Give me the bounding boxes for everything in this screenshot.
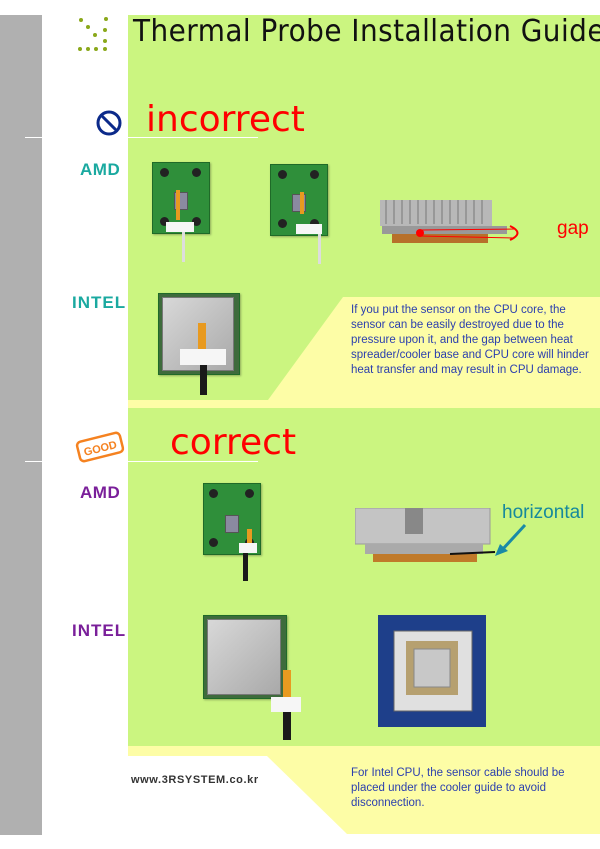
amd-cpu-photo-wrong-2 (270, 164, 328, 264)
cooler-horizontal-photo (355, 508, 496, 562)
intel-label: INTEL (72, 293, 127, 312)
dots-logo-icon (76, 15, 126, 55)
incorrect-note: If you put the sensor on the CPU core, t… (351, 304, 589, 376)
correct-note: For Intel CPU, the sensor cable should b… (351, 767, 565, 809)
heading-underline (128, 137, 258, 138)
amd-label: AMD (80, 160, 121, 179)
motherboard-socket-photo (378, 615, 486, 727)
correct-heading: correct (170, 422, 297, 463)
incorrect-heading: incorrect (146, 99, 305, 140)
gap-label: gap (557, 218, 589, 239)
bottom-strip (128, 746, 600, 756)
amd-cpu-photo-wrong-1 (152, 162, 210, 262)
website-link[interactable]: www.3RSYSTEM.co.kr (131, 774, 259, 786)
divider (25, 461, 42, 462)
incorrect-note-bg (268, 297, 600, 400)
amd-cpu-photo-correct (203, 483, 261, 583)
horizontal-label: horizontal (502, 502, 585, 523)
heading-underline (128, 461, 258, 462)
amd-label: AMD (80, 483, 121, 502)
good-badge: GOOD (75, 431, 125, 463)
correct-note-bg (267, 756, 600, 834)
horizontal-arrow-icon (495, 523, 527, 556)
intel-cpu-photo-wrong (158, 293, 243, 398)
page-title: Thermal Probe Installation Guide (133, 14, 600, 49)
incorrect-strip (128, 400, 600, 408)
left-gray-bar (0, 15, 42, 835)
prohibited-icon (96, 110, 122, 136)
heatsink-gap-photo (380, 200, 519, 243)
divider (25, 137, 42, 138)
intel-label: INTEL (72, 621, 127, 640)
intel-cpu-photo-correct (203, 615, 303, 745)
